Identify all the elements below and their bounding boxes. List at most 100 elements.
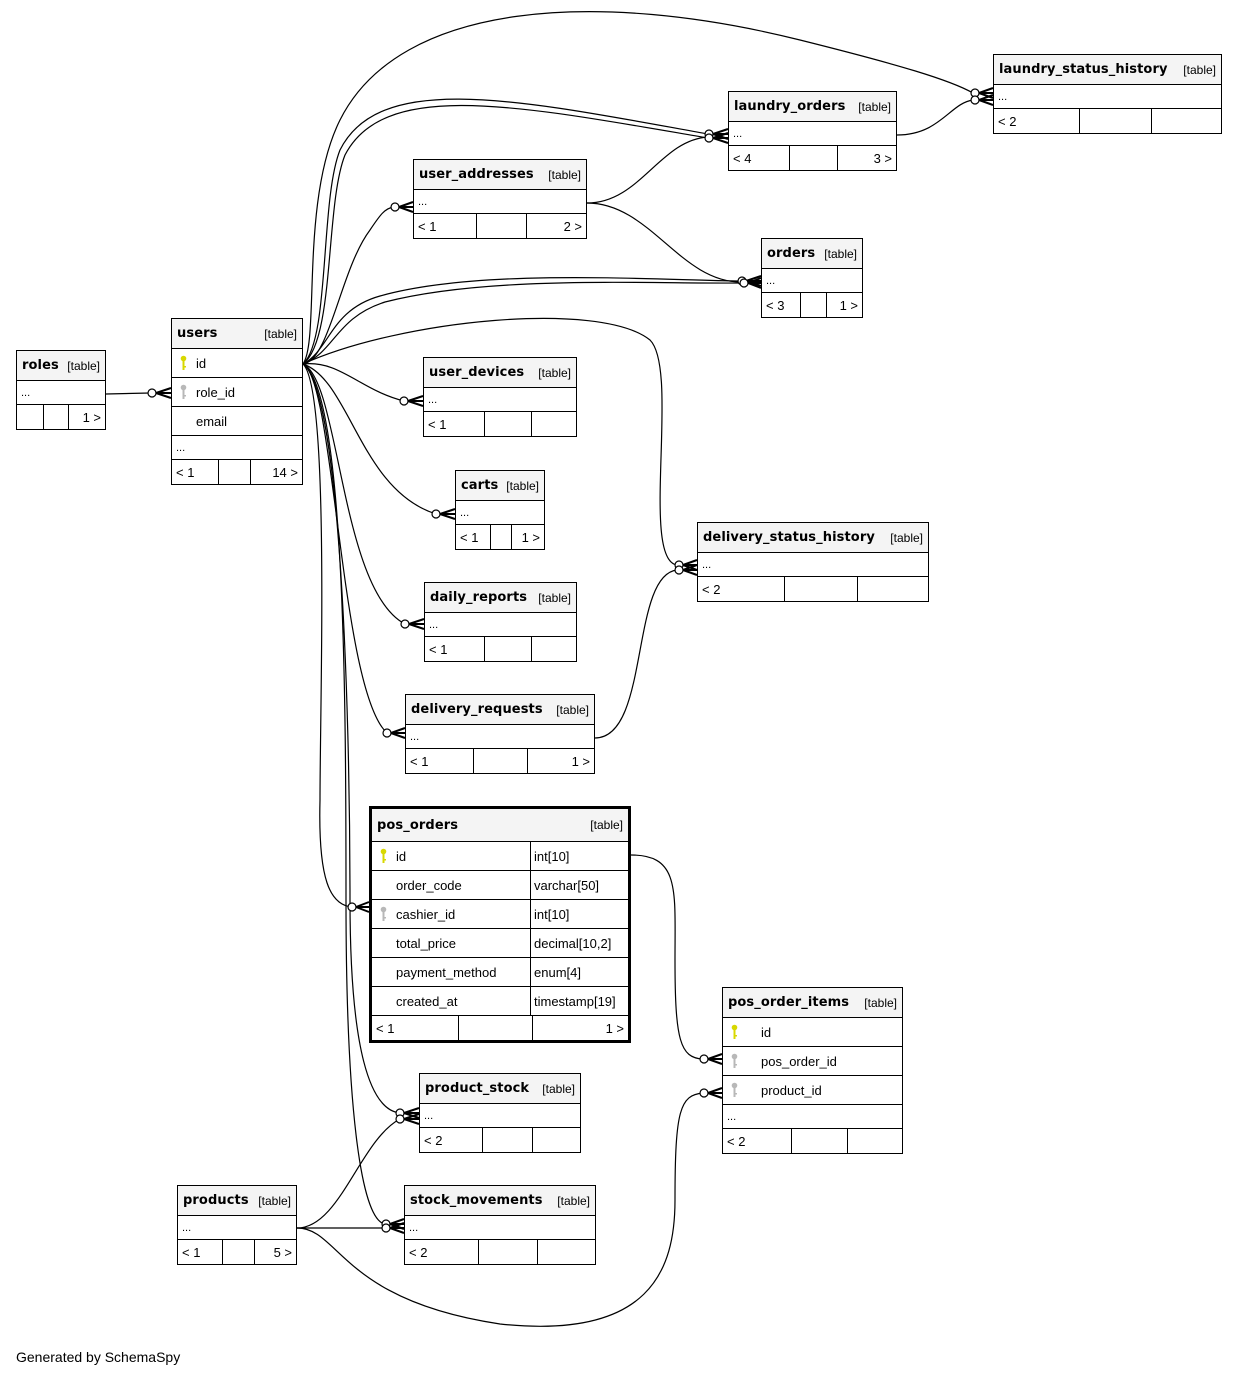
generated-by-note: Generated by SchemaSpy [16, 1349, 181, 1365]
table-header: laundry_status_history[table] [994, 55, 1221, 85]
more-columns: ... [425, 613, 576, 637]
parents-count[interactable]: < 1 [410, 753, 429, 769]
more-columns: ... [17, 381, 105, 405]
relationship-line-users-laundry_orders-b [302, 104, 709, 365]
parents-count[interactable]: < 4 [733, 150, 752, 166]
relationship-line-products-pos_order_items [296, 1092, 704, 1327]
parents-count[interactable]: < 1 [460, 529, 479, 545]
table-footer: < 1 5 > [178, 1240, 296, 1264]
table-user-devices[interactable]: user_devices[table] ... < 1 [423, 357, 577, 437]
table-product-stock[interactable]: product_stock[table] ... < 2 [419, 1073, 581, 1153]
table-roles[interactable]: roles[table] ... 1 > [16, 350, 106, 430]
parents-count[interactable]: < 2 [727, 1133, 746, 1149]
parents-count[interactable]: < 1 [428, 416, 447, 432]
table-pos-order-items[interactable]: pos_order_items[table] id pos_order_id p… [722, 987, 903, 1154]
table-kind: [table] [506, 478, 539, 493]
children-count[interactable]: 1 > [68, 405, 105, 429]
relationship-line-user_addresses-laundry_orders [586, 136, 709, 204]
children-count[interactable]: 1 > [527, 749, 594, 773]
crows-foot-marker [674, 564, 698, 576]
table-delivery-status-history[interactable]: delivery_status_history[table] ... < 2 [697, 522, 929, 602]
parents-count[interactable]: < 1 [429, 641, 448, 657]
children-count[interactable]: 14 > [250, 460, 302, 484]
table-footer: < 1 14 > [172, 460, 302, 484]
parents-count[interactable]: < 3 [766, 297, 785, 313]
table-header: product_stock[table] [420, 1074, 580, 1104]
relationship-line-products-product_stock [296, 1118, 401, 1229]
table-stock-movements[interactable]: stock_movements[table] ... < 2 [404, 1185, 596, 1265]
crows-foot-marker [970, 94, 994, 106]
parents-count[interactable]: < 2 [998, 113, 1017, 129]
table-daily-reports[interactable]: daily_reports[table] ... < 1 [424, 582, 577, 662]
children-count[interactable]: 3 > [837, 146, 896, 170]
table-kind: [table] [548, 167, 581, 182]
column-name: email [196, 413, 228, 429]
column-row: id int[10] [372, 842, 628, 871]
more-columns: ... [729, 122, 896, 146]
relationship-line-roles-users [105, 392, 151, 395]
parents-count[interactable]: < 2 [424, 1132, 443, 1148]
table-name: carts [461, 478, 499, 493]
table-footer: < 2 [723, 1129, 902, 1153]
table-name: daily_reports [430, 590, 528, 605]
crows-foot-marker [382, 727, 406, 739]
relationship-line-users-delivery_status_history [302, 317, 678, 566]
column-row: id [172, 349, 302, 378]
parents-count[interactable]: < 2 [409, 1244, 428, 1260]
table-header: carts [table] [456, 471, 544, 501]
column-name: id [396, 848, 407, 864]
relationship-line-users-daily_reports [302, 363, 406, 625]
table-laundry-status-history[interactable]: laundry_status_history[table] ... < 2 [993, 54, 1222, 134]
children-count[interactable]: 1 > [511, 525, 544, 549]
column-row: product_id [723, 1076, 902, 1105]
table-name: delivery_requests [411, 702, 543, 717]
table-kind: [table] [542, 1081, 575, 1096]
column-name: product_id [761, 1082, 822, 1098]
relationship-line-delivery_requests-delivery_status_history [594, 569, 678, 739]
column-name: payment_method [396, 964, 497, 980]
table-name: user_addresses [419, 167, 534, 182]
parents-count[interactable]: < 2 [702, 581, 721, 597]
relationship-line-users-orders-b [302, 281, 742, 365]
relationship-line-pos_orders-pos_order_items [630, 854, 704, 1060]
column-type: varchar[50] [530, 871, 628, 899]
column-type: int[10] [530, 842, 628, 870]
table-footer: < 1 [425, 637, 576, 661]
crows-foot-marker [381, 1222, 405, 1234]
table-kind: [table] [557, 1193, 590, 1208]
parents-count[interactable]: < 1 [176, 464, 195, 480]
column-name: role_id [196, 384, 236, 400]
parents-count[interactable]: < 1 [418, 218, 437, 234]
column-name: created_at [396, 993, 458, 1009]
table-header: delivery_status_history[table] [698, 523, 928, 553]
column-name: cashier_id [396, 906, 456, 922]
table-kind: [table] [556, 702, 589, 717]
table-name: laundry_orders [734, 99, 846, 114]
crows-foot-marker [395, 1113, 420, 1125]
table-header: pos_orders[table] [372, 809, 628, 842]
children-count[interactable]: 2 > [526, 214, 586, 238]
crows-foot-marker [699, 1053, 723, 1065]
table-kind: [table] [258, 1193, 291, 1208]
more-columns: ... [762, 269, 862, 293]
children-count[interactable]: 5 > [254, 1240, 296, 1264]
table-name: orders [767, 246, 816, 261]
table-name: laundry_status_history [999, 62, 1168, 77]
children-count[interactable]: 1 > [826, 293, 862, 317]
children-count[interactable]: 1 > [532, 1016, 628, 1040]
foreign-key-icon [380, 906, 387, 922]
table-footer: < 1 1 > [456, 525, 544, 549]
foreign-key-icon [731, 1053, 738, 1069]
parents-count[interactable]: < 1 [182, 1244, 201, 1260]
table-footer: < 2 [994, 109, 1221, 133]
parents-count[interactable]: < 1 [376, 1020, 395, 1036]
